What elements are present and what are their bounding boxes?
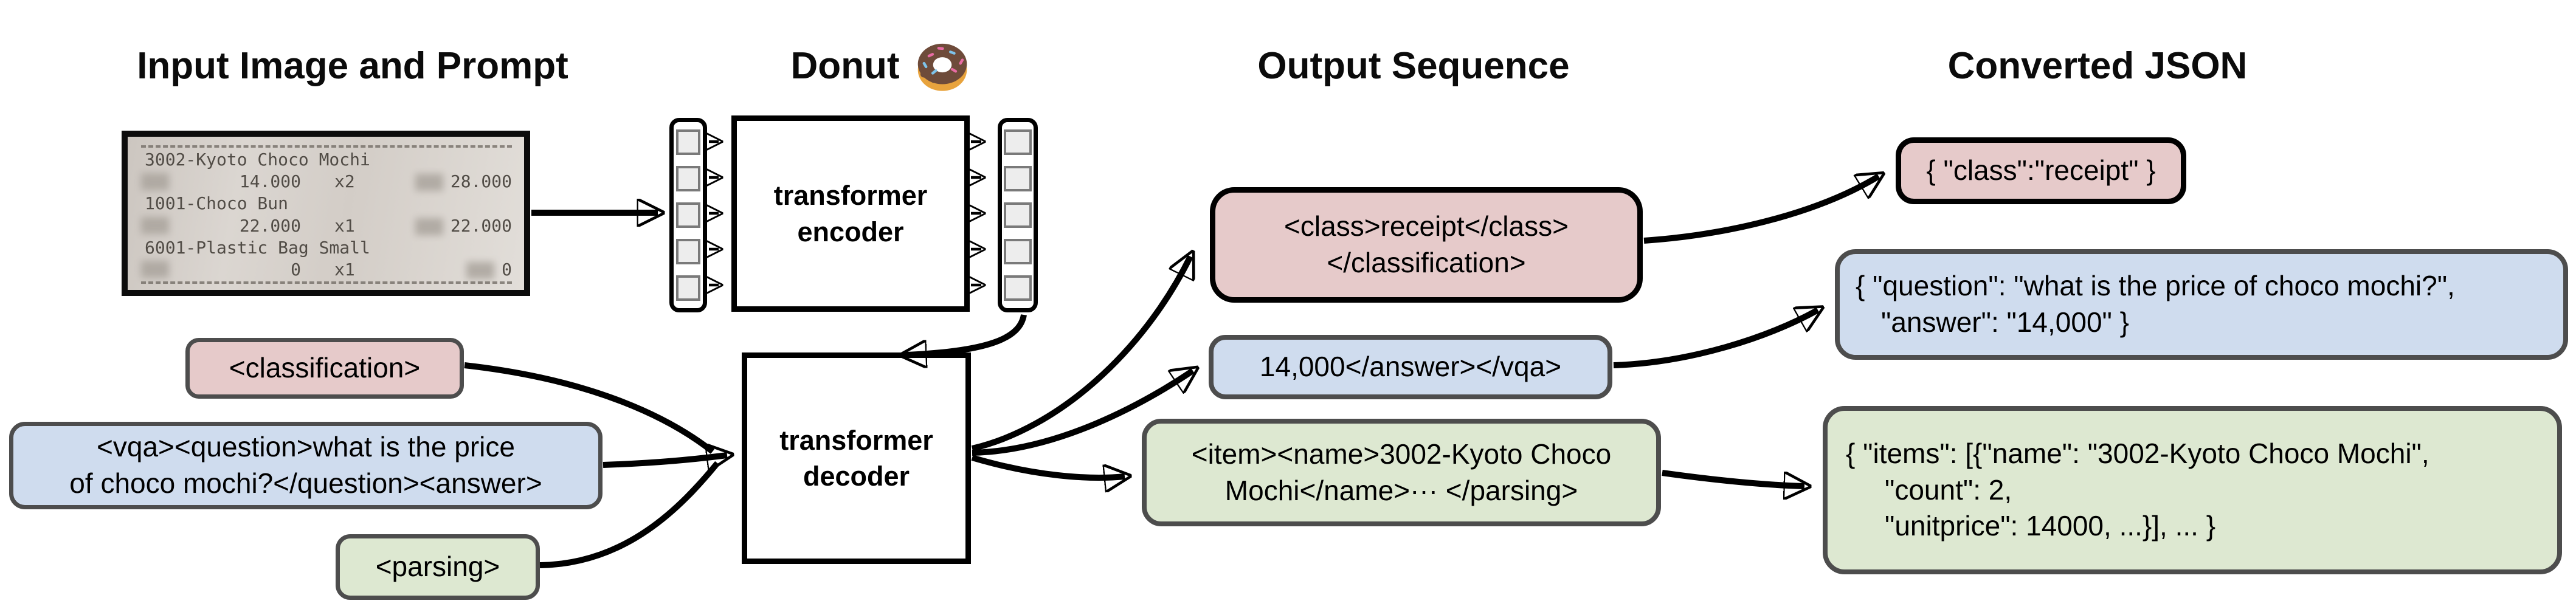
- decoder-label: transformer: [779, 424, 933, 456]
- feature-token: [1004, 202, 1032, 228]
- output-parsing-text: Mochi</name>··· </parsing>: [1224, 474, 1578, 506]
- receipt-quantity: x1: [334, 215, 355, 236]
- json-parsing: { "items": [{"name": "3002-Kyoto Choco M…: [1823, 406, 2562, 574]
- prompt-parsing-text: <parsing>: [375, 551, 500, 583]
- decoder-label: decoder: [803, 461, 910, 492]
- receipt-unit-price: 22.000: [239, 215, 301, 236]
- model-title-label: Donut: [790, 44, 900, 87]
- output-classification: <class>receipt</class> </classification>: [1210, 187, 1643, 303]
- receipt-divider: [141, 145, 512, 148]
- receipt-unit-price: 0: [291, 259, 301, 280]
- receipt-item-amounts: 0 x1 0: [141, 260, 512, 280]
- redacted-patch: [141, 173, 169, 190]
- feature-token: [1004, 239, 1032, 264]
- receipt-item-amounts: 14.000 x2 28.000: [141, 171, 512, 191]
- donut-icon: [917, 43, 967, 91]
- redacted-patch: [415, 218, 443, 235]
- transformer-encoder-box: transformer encoder: [731, 115, 970, 312]
- prompt-parsing: <parsing>: [336, 534, 540, 600]
- arrow-decoder-to-output-parsing: [971, 455, 1125, 478]
- feature-token: [1004, 129, 1032, 155]
- output-classification-text: </classification>: [1327, 247, 1526, 278]
- patch-token: [676, 202, 700, 228]
- redacted-patch: [141, 261, 169, 278]
- receipt-item-name: 6001-Plastic Bag Small: [145, 237, 370, 258]
- arrow-output-to-json-classification: [1643, 176, 1879, 244]
- encoder-label: encoder: [797, 216, 904, 247]
- json-vqa: { "question": "what is the price of choc…: [1835, 249, 2568, 360]
- redacted-patch: [466, 261, 495, 279]
- patch-token: [676, 275, 700, 301]
- prompt-vqa-text: <vqa><question>what is the price: [97, 431, 515, 463]
- receipt-line-total: 22.000: [409, 216, 512, 236]
- json-vqa-text: "answer": "14,000" }: [1881, 306, 2130, 338]
- model-title: Donut: [736, 41, 1027, 91]
- prompt-vqa: <vqa><question>what is the price of choc…: [9, 422, 603, 509]
- arrow-output-to-json-vqa: [1613, 310, 1818, 368]
- receipt-line-total: 0: [409, 260, 512, 280]
- prompt-classification-text: <classification>: [229, 352, 421, 384]
- encoder-label: transformer: [773, 180, 928, 211]
- receipt-divider: [141, 281, 512, 284]
- output-vqa: 14,000</answer></vqa>: [1209, 335, 1612, 399]
- feature-token: [1004, 275, 1032, 301]
- receipt-quantity: x2: [334, 171, 355, 192]
- converted-json-title: Converted JSON: [1947, 44, 2248, 87]
- receipt-item-amounts: 22.000 x1 22.000: [141, 216, 512, 236]
- output-sequence-title: Output Sequence: [1257, 44, 1570, 87]
- receipt-unit-price: 14.000: [239, 171, 301, 192]
- output-vqa-text: 14,000</answer></vqa>: [1259, 351, 1562, 383]
- input-image-and-prompt-title: Input Image and Prompt: [137, 44, 568, 87]
- arrow-output-to-json-parsing: [1662, 470, 1804, 486]
- patch-token: [676, 129, 700, 155]
- receipt-quantity: x1: [334, 259, 355, 280]
- output-parsing-text: <item><name>3002-Kyoto Choco: [1191, 438, 1612, 470]
- json-vqa-text: { "question": "what is the price of choc…: [1856, 270, 2455, 302]
- feature-token: [1004, 166, 1032, 191]
- receipt-item-name: 1001-Choco Bun: [145, 193, 289, 214]
- json-parsing-text: { "items": [{"name": "3002-Kyoto Choco M…: [1846, 437, 2429, 469]
- arrow-prompt-vqa-to-decoder: [603, 455, 727, 465]
- json-classification: { "class":"receipt" }: [1896, 137, 2186, 204]
- patch-token: [676, 239, 700, 264]
- receipt-item-name: 3002-Kyoto Choco Mochi: [145, 150, 370, 170]
- prompt-vqa-text: of choco mochi?</question><answer>: [69, 467, 542, 499]
- arrow-features-to-decoder: [906, 314, 1027, 355]
- receipt-line-total: 28.000: [409, 171, 512, 191]
- json-parsing-text: "unitprice": 14000, ...}], ... }: [1885, 510, 2216, 542]
- output-parsing: <item><name>3002-Kyoto Choco Mochi</name…: [1142, 419, 1661, 526]
- prompt-classification: <classification>: [185, 338, 464, 399]
- input-receipt-image: 3002-Kyoto Choco Mochi 14.000 x2 28.000 …: [122, 131, 530, 296]
- json-parsing-text: "count": 2,: [1885, 473, 2012, 506]
- output-classification-text: <class>receipt</class>: [1284, 210, 1569, 242]
- redacted-patch: [141, 217, 169, 235]
- patch-token: [676, 166, 700, 191]
- encoder-output-feature-column: [998, 118, 1038, 312]
- redacted-patch: [415, 174, 443, 191]
- transformer-decoder-box: transformer decoder: [742, 352, 971, 564]
- encoder-input-patch-column: [669, 118, 707, 312]
- json-classification-text: { "class":"receipt" }: [1926, 154, 2156, 187]
